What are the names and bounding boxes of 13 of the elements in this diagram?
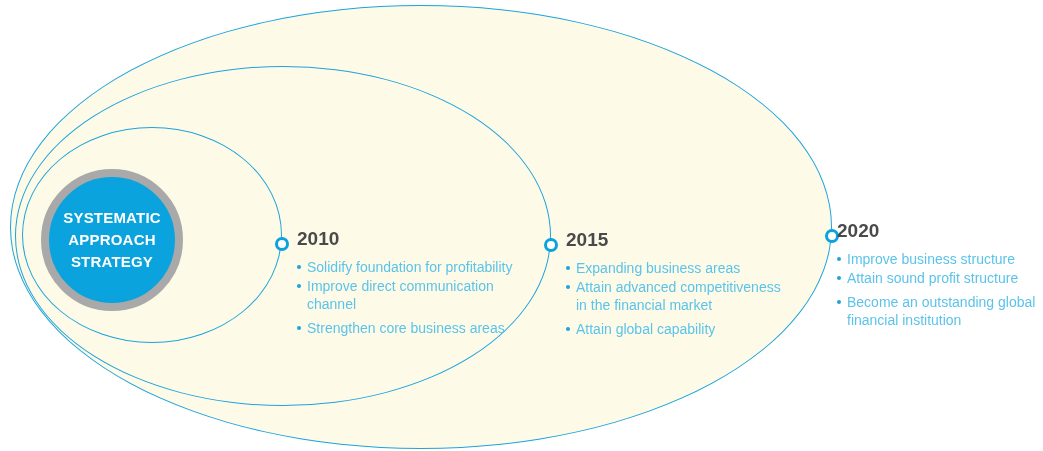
goal-text: Attain global capability [576,321,716,337]
goal-text: Expanding business areas [576,260,741,276]
year-heading: 2015 [566,229,610,251]
goal-text: Improve direct communication channel [307,278,494,312]
goal-text: Attain sound profit structure [847,270,1019,286]
goal-text: Strengthen core business areas [307,320,505,336]
goal-text: Become an outstanding global financial institution [847,294,1036,328]
year-heading: 2020 [837,220,881,242]
year-heading: 2010 [297,228,341,250]
goal-text: Attain advanced competitiveness in the financial market [576,279,781,313]
goal-text: Improve business structure [847,251,1016,267]
goal-text: Solidify foundation for profitability [307,259,513,275]
strategy-title: SYSTEMATIC APPROACH STRATEGY [62,208,162,272]
